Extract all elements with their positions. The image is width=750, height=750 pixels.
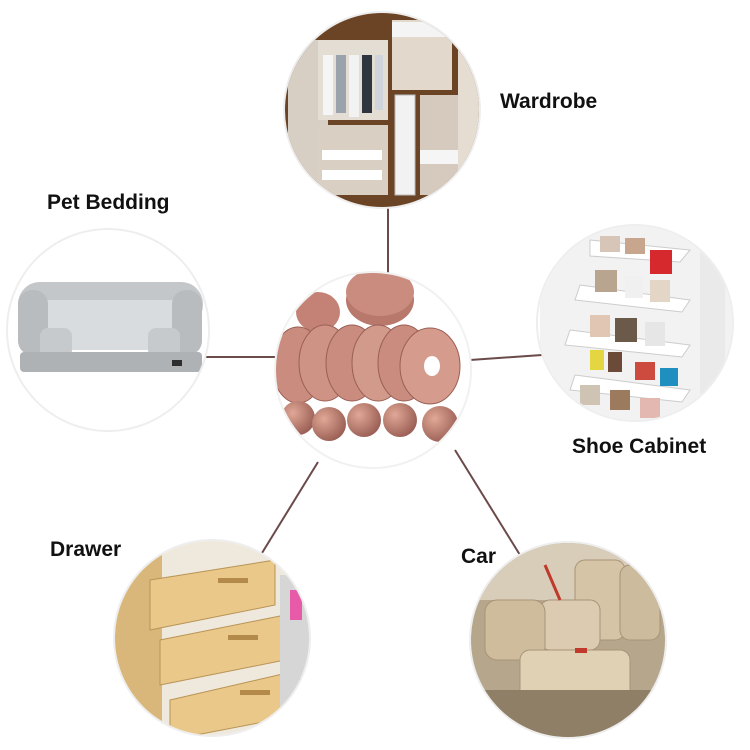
- shoe-cabinet-image: [536, 224, 734, 422]
- connector-car: [454, 449, 521, 556]
- connector-shoe-cabinet: [469, 354, 543, 361]
- pet-bedding-label: Pet Bedding: [47, 191, 170, 214]
- car-image: [469, 541, 667, 739]
- wardrobe-image: [283, 11, 481, 209]
- car-label: Car: [461, 545, 497, 568]
- connector-lines: [205, 205, 543, 556]
- shoe-cabinet-label: Shoe Cabinet: [572, 435, 707, 458]
- connector-drawer: [261, 461, 319, 554]
- pet-bedding-image: [6, 228, 210, 432]
- drawer-label: Drawer: [50, 538, 122, 561]
- drawer-image: [113, 539, 311, 737]
- center-cedar-image: [274, 271, 472, 469]
- wardrobe-label: Wardrobe: [500, 90, 598, 113]
